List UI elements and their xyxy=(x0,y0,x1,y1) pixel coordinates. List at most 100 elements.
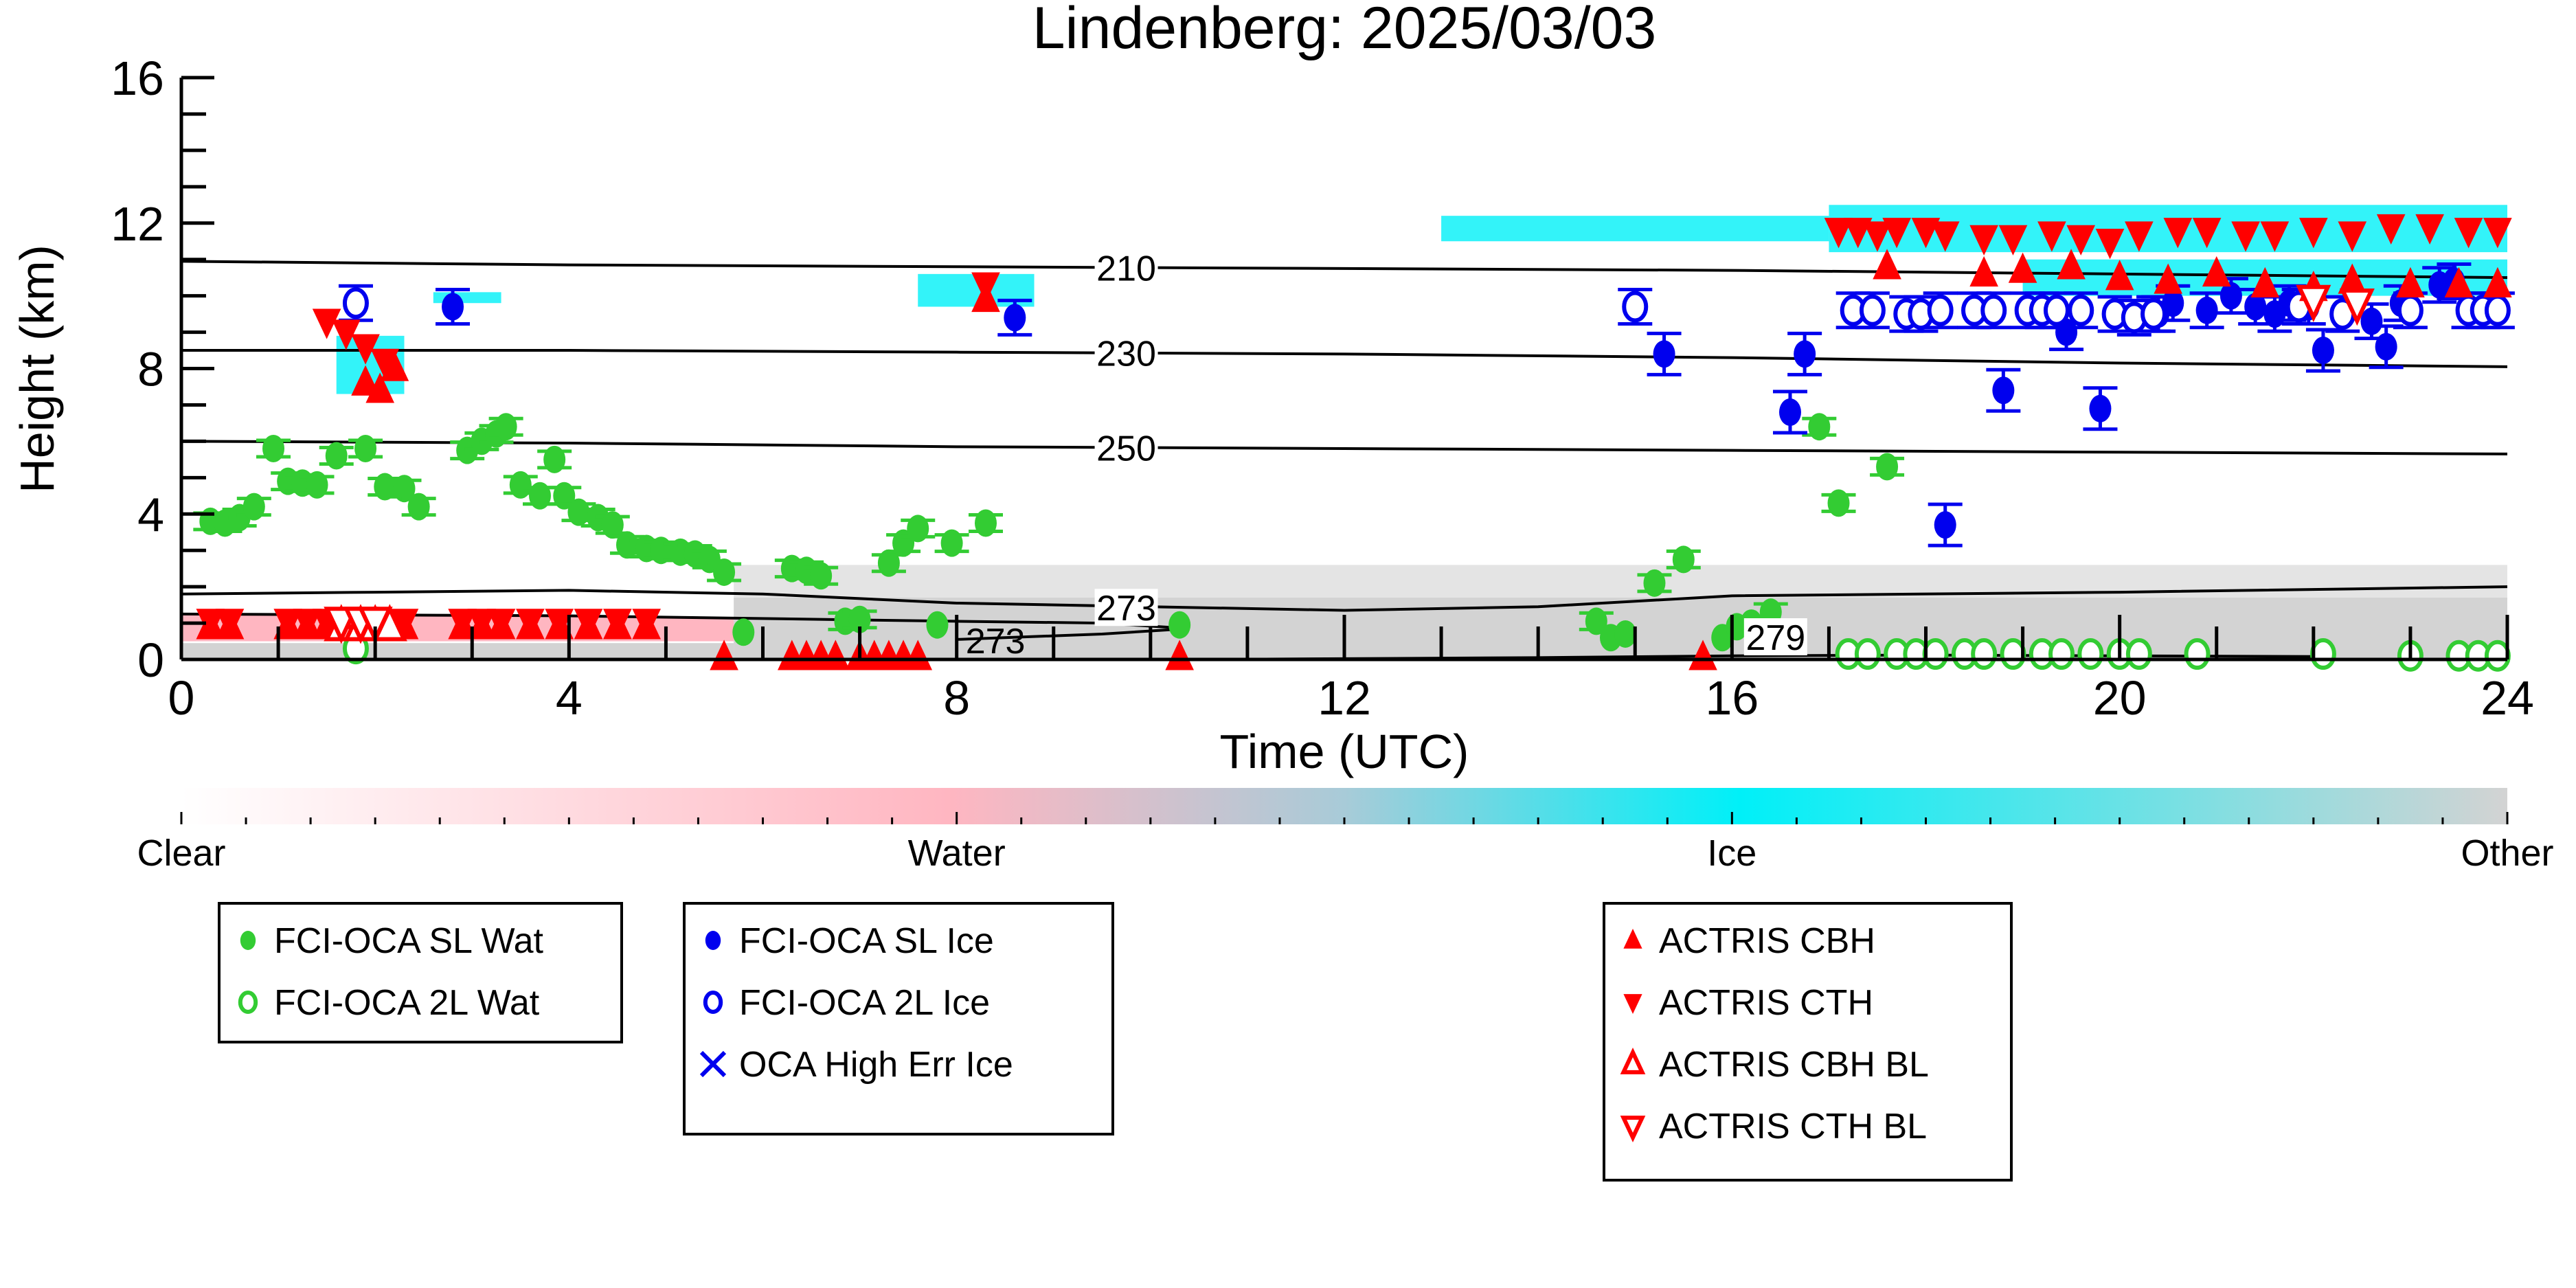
x-tick-label: 4 xyxy=(556,671,583,725)
marker-point xyxy=(713,558,736,586)
triangle-up-marker xyxy=(2483,267,2512,297)
triangle-down-marker xyxy=(293,609,322,640)
marker-point xyxy=(1168,611,1191,639)
triangle-down-marker xyxy=(2095,229,2125,260)
triangle-up-marker xyxy=(2338,263,2367,294)
marker-point xyxy=(242,493,265,521)
triangle-down-marker xyxy=(1623,994,1642,1014)
series-fci-oca-sl-ice xyxy=(436,262,2472,547)
triangle-down-marker xyxy=(1930,221,1960,252)
triangle-down-marker xyxy=(2066,225,2096,256)
y-tick-label: 16 xyxy=(111,52,164,105)
legend-label: ACTRIS CBH xyxy=(1659,921,1875,961)
colorbar-label: Clear xyxy=(137,833,225,874)
triangle-down-marker xyxy=(1882,218,1911,249)
triangle-up-marker xyxy=(1969,256,1998,287)
isotherm-label: 279 xyxy=(1745,618,1805,658)
triangle-down-marker xyxy=(516,609,545,640)
triangle-down-marker xyxy=(2483,218,2512,249)
triangle-up-marker xyxy=(2250,267,2280,297)
marker-point xyxy=(1653,340,1675,368)
series-actris-cbh xyxy=(196,249,2512,670)
triangle-down-marker xyxy=(2376,214,2406,245)
marker-point xyxy=(601,511,624,539)
isotherm-line xyxy=(181,349,2508,368)
triangle-up-marker xyxy=(2154,263,2183,294)
marker-point xyxy=(543,445,566,473)
marker-point xyxy=(2375,332,2397,361)
triangle-down-marker xyxy=(448,609,477,640)
isotherm-label-bg xyxy=(1094,589,1158,626)
marker-point xyxy=(974,509,997,537)
legend-label: FCI-OCA SL Wat xyxy=(274,921,544,961)
marker-point xyxy=(442,293,464,321)
legend-label: ACTRIS CTH BL xyxy=(1659,1107,1927,1146)
triangle-up-marker xyxy=(1873,249,1901,280)
marker-point xyxy=(1643,569,1666,597)
marker-point xyxy=(2077,638,2104,670)
triangle-up-marker xyxy=(2396,267,2425,297)
triangle-up-marker xyxy=(2008,252,2037,283)
marker-point xyxy=(2000,638,2026,670)
triangle-down-marker xyxy=(632,609,661,640)
marker-point xyxy=(810,562,833,590)
triangle-up-marker xyxy=(1165,640,1194,670)
triangle-down-marker xyxy=(603,609,632,640)
triangle-up-marker xyxy=(1623,929,1642,949)
marker-point xyxy=(407,493,430,521)
marker-point xyxy=(354,434,377,462)
triangle-up-marker xyxy=(1620,1047,1646,1074)
marker-point xyxy=(2244,293,2267,321)
triangle-down-marker xyxy=(2338,221,2367,252)
marker-point xyxy=(2195,296,2218,324)
marker-point xyxy=(926,611,949,639)
marker-point xyxy=(393,475,416,503)
marker-point xyxy=(2043,294,2070,326)
triangle-up-marker xyxy=(2057,249,2086,280)
triangle-up-marker xyxy=(2105,260,2134,291)
triangle-down-marker xyxy=(467,609,497,640)
triangle-down-marker xyxy=(2125,221,2154,252)
marker-point xyxy=(2484,640,2511,672)
triangle-up-marker xyxy=(710,640,738,670)
x-tick-label: 20 xyxy=(2093,671,2147,725)
legend-label: OCA High Err Ice xyxy=(739,1045,1013,1085)
triangle-down-marker xyxy=(1998,225,2028,256)
marker-point xyxy=(2089,394,2112,422)
triangle-down-marker xyxy=(1620,1116,1646,1143)
triangle-down-marker xyxy=(312,308,341,339)
x-axis-label: Time (UTC) xyxy=(1220,725,1469,778)
triangle-down-marker xyxy=(2339,289,2375,326)
colorbar-label: Water xyxy=(908,833,1006,874)
marker-point xyxy=(2048,638,2075,670)
isotherm-label: 273 xyxy=(966,622,1026,662)
triangle-down-marker xyxy=(2260,221,2290,252)
marker-point xyxy=(2125,638,2152,670)
triangle-down-marker xyxy=(2231,221,2260,252)
triangle-up-marker xyxy=(2444,267,2474,297)
marker-point xyxy=(1794,340,1816,368)
marker-point xyxy=(732,618,755,646)
marker-point xyxy=(262,434,285,462)
x-tick-label: 12 xyxy=(1318,671,1371,725)
y-tick-label: 8 xyxy=(137,343,164,396)
legend-label: FCI-OCA 2L Ice xyxy=(739,983,990,1023)
triangle-down-marker xyxy=(574,609,603,640)
legend-label: FCI-OCA 2L Wat xyxy=(274,983,540,1023)
triangle-up-marker xyxy=(903,640,933,670)
triangle-down-marker xyxy=(1824,218,1853,249)
series-actris-cth xyxy=(196,214,2512,640)
triangle-up-marker xyxy=(365,372,395,403)
other-region-low xyxy=(181,643,734,659)
marker-point xyxy=(2484,294,2511,326)
legend-label: ACTRIS CTH xyxy=(1659,983,1873,1023)
marker-point xyxy=(240,931,256,950)
marker-point xyxy=(325,442,348,470)
